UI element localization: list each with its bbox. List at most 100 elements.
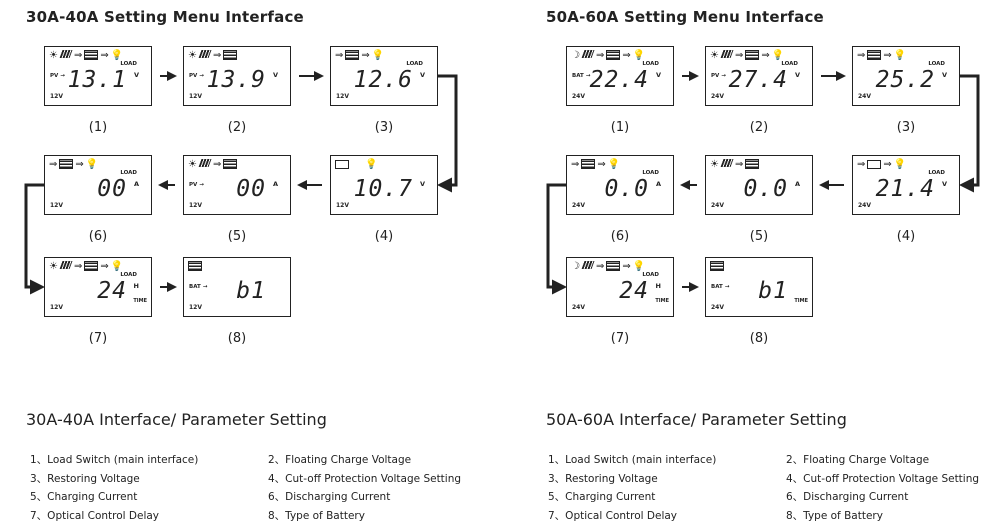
left-param-item-2: 2、Floating Charge Voltage — [268, 454, 412, 466]
load-label: LOAD — [928, 61, 945, 67]
bulb-icon: 💡 — [632, 50, 646, 61]
lcd-value: 13.1 — [67, 67, 127, 93]
system-voltage: 12V — [50, 202, 63, 209]
right-arrow-6-7 — [546, 183, 567, 295]
status-icons: ⇒⇒💡 — [857, 50, 907, 61]
load-label: LOAD — [642, 61, 659, 67]
source-tag: BAT → — [189, 284, 208, 290]
system-voltage: 12V — [336, 202, 349, 209]
moon-icon: ☽ — [571, 50, 580, 61]
solar-panel-icon — [59, 261, 73, 269]
sun-icon: ☀ — [188, 159, 197, 170]
load-label: LOAD — [781, 61, 798, 67]
battery-icon — [84, 50, 99, 60]
battery-icon — [710, 261, 724, 271]
time-label: TIME — [655, 298, 669, 304]
left-param-item-6: 6、Discharging Current — [268, 491, 391, 503]
moon-icon: ☽ — [571, 261, 580, 272]
left-param-item-5: 5、Charging Current — [30, 491, 138, 503]
bulb-icon: 💡 — [632, 261, 646, 272]
lcd-unit: H — [133, 282, 139, 290]
bulb-icon: 💡 — [365, 159, 378, 170]
battery-icon — [188, 261, 202, 271]
battery-icon — [606, 261, 621, 271]
right-param-item-3: 3、Restoring Voltage — [548, 473, 658, 485]
sun-icon: ☀ — [49, 50, 58, 61]
system-voltage: 24V — [711, 202, 724, 209]
lcd-unit: V — [794, 71, 800, 79]
status-icons: ☀⇒ — [710, 159, 760, 170]
battery-icon — [745, 50, 760, 60]
status-icons: ⇒⇒💡 — [335, 50, 385, 61]
system-voltage: 12V — [189, 304, 202, 311]
right-panel-label-8: (8) — [749, 331, 769, 346]
bulb-icon: 💡 — [607, 159, 621, 170]
lcd-value: 13.9 — [206, 67, 266, 93]
system-voltage: 24V — [711, 304, 724, 311]
lcd-unit: A — [133, 180, 139, 188]
left-panel-label-1: (1) — [88, 120, 108, 135]
load-label: LOAD — [406, 61, 423, 67]
battery-icon — [345, 50, 360, 60]
time-label: TIME — [794, 298, 808, 304]
solar-panel-icon — [581, 261, 595, 269]
load-label: LOAD — [120, 61, 137, 67]
lcd-value: 0.0 — [604, 176, 649, 202]
lcd-value: 27.4 — [728, 67, 788, 93]
lcd-value: 12.6 — [353, 67, 413, 93]
lcd-value: b1 — [236, 278, 266, 304]
status-icons: ⇒⇒💡 — [49, 159, 99, 170]
battery-empty-icon — [867, 159, 882, 169]
lcd-unit: V — [419, 71, 425, 79]
lcd-value: 21.4 — [875, 176, 935, 202]
right-panel-label-7: (7) — [610, 331, 630, 346]
time-label: TIME — [133, 298, 147, 304]
right-panel-label-4: (4) — [896, 229, 916, 244]
left-param-item-7: 7、Optical Control Delay — [30, 510, 160, 522]
left-param-item-8: 8、Type of Battery — [268, 510, 365, 522]
battery-icon — [59, 159, 74, 169]
solar-panel-icon — [198, 159, 212, 167]
source-tag: PV → — [189, 73, 204, 79]
lcd-unit: V — [419, 180, 425, 188]
status-icons: ☀⇒ — [188, 159, 238, 170]
system-voltage: 12V — [50, 93, 63, 100]
bulb-icon: 💡 — [893, 159, 907, 170]
left-panel-label-7: (7) — [88, 331, 108, 346]
status-icons: ☽⇒⇒💡 — [571, 50, 646, 61]
left-param-item-1: 1、Load Switch (main interface) — [30, 454, 199, 466]
system-voltage: 24V — [572, 93, 585, 100]
left-arrow-6-7 — [24, 183, 45, 295]
status-icons — [188, 261, 202, 272]
right-param-item-7: 7、Optical Control Delay — [548, 510, 678, 522]
source-tag: PV → — [50, 73, 65, 79]
system-voltage: 24V — [572, 202, 585, 209]
battery-icon — [223, 159, 238, 169]
solar-panel-icon — [581, 50, 595, 58]
lcd-value: 24 — [619, 278, 649, 304]
left-menu-title: 30A-40A Setting Menu Interface — [26, 8, 304, 26]
system-voltage: 24V — [572, 304, 585, 311]
left-param-item-3: 3、Restoring Voltage — [30, 473, 140, 485]
right-menu-title: 50A-60A Setting Menu Interface — [546, 8, 824, 26]
solar-panel-icon — [198, 50, 212, 58]
status-icons: ☽⇒⇒💡 — [571, 261, 646, 272]
lcd-unit: V — [941, 71, 947, 79]
status-icons: ⇒⇒💡 — [857, 159, 907, 170]
battery-empty-icon — [335, 159, 349, 169]
battery-icon — [581, 159, 596, 169]
battery-icon — [606, 50, 621, 60]
load-label: LOAD — [928, 170, 945, 176]
status-icons: ☀⇒ — [188, 50, 238, 61]
source-tag: BAT → — [711, 284, 730, 290]
left-lcd-panel-8: BAT → b1 12V — [183, 257, 291, 317]
